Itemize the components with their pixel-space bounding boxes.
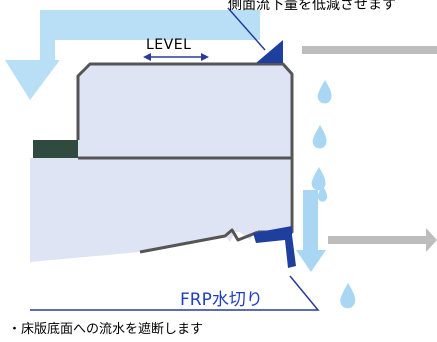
bottom-note: ・床版底面への流水を遮断します	[8, 322, 204, 337]
slab-bottom-outline	[139, 228, 259, 254]
frp-drip-edge	[253, 226, 296, 268]
top-note: 側面流下量を低減させます	[228, 0, 396, 13]
level-arrow-head-left	[143, 53, 151, 61]
slab-lower-body	[30, 158, 290, 262]
gray-arrow-top	[302, 46, 437, 54]
dark-block	[33, 140, 78, 158]
frp-leader-line	[30, 275, 320, 311]
water-drop-2	[312, 125, 327, 149]
water-flow-arrow	[5, 10, 260, 100]
frp-label: FRP水切り	[180, 290, 263, 310]
water-drop-5	[340, 283, 356, 309]
water-drip-arrow	[296, 190, 326, 272]
level-label: LEVEL	[146, 37, 192, 53]
level-arrow-head-right	[201, 53, 209, 61]
gray-arrow-bottom-head	[426, 228, 437, 252]
water-drop-3	[311, 167, 326, 191]
slab-upper-body	[78, 64, 292, 158]
gray-arrow-bottom-shaft	[328, 236, 428, 244]
water-drop-1	[317, 80, 332, 104]
water-drop-4	[317, 186, 328, 202]
top-deflector-triangle	[256, 40, 283, 63]
top-leader-line	[227, 7, 266, 51]
